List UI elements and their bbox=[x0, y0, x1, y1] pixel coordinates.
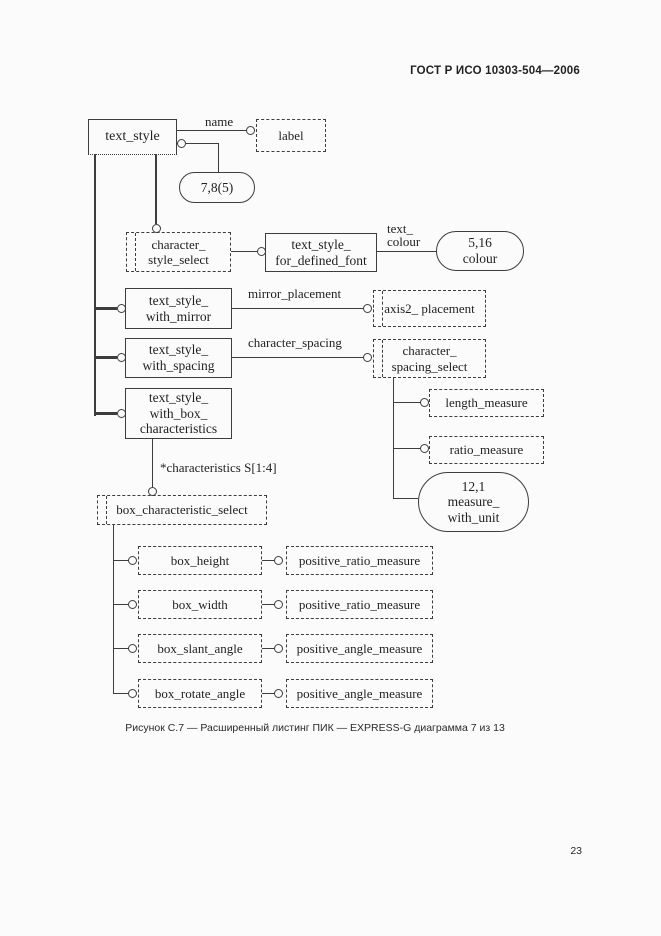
row4-branch-circle bbox=[128, 689, 137, 698]
row2-pair-line bbox=[262, 604, 275, 605]
type-length-measure: length_measure bbox=[429, 389, 544, 417]
type-positive-ratio-measure-1: positive_ratio_measure bbox=[286, 546, 433, 575]
spacing-select-trunk bbox=[393, 378, 394, 499]
pageref-colour: 5,16 colour bbox=[436, 231, 524, 271]
edge-label-name: name bbox=[205, 114, 234, 129]
row1-pair-circle bbox=[274, 556, 283, 565]
edge-spacing-line bbox=[232, 357, 363, 358]
row1-branch-circle bbox=[128, 556, 137, 565]
subtype-circle-mirror bbox=[117, 304, 126, 313]
select-bar bbox=[382, 291, 383, 326]
row2-pair-circle bbox=[274, 600, 283, 609]
select-bar bbox=[106, 496, 107, 524]
type-positive-angle-measure-2: positive_angle_measure bbox=[286, 679, 433, 708]
edge-charstyle-vline bbox=[155, 154, 157, 224]
page-number: 23 bbox=[570, 845, 582, 857]
edge-spacing-circle bbox=[363, 353, 372, 362]
edge-label-characteristics: *characteristics S[1:4] bbox=[160, 460, 277, 475]
type-box-height: box_height bbox=[138, 546, 262, 575]
edge-label-mirror-placement: mirror_placement bbox=[248, 286, 342, 301]
row4-pair-line bbox=[262, 693, 275, 694]
type-box-rotate-angle: box_rotate_angle bbox=[138, 679, 262, 708]
subtype-circle-boxchar bbox=[117, 409, 126, 418]
edge-definedfont-line bbox=[231, 251, 257, 252]
page-header: ГОСТ Р ИСО 10303-504—2006 bbox=[410, 65, 580, 77]
edge-ref-circle bbox=[177, 139, 186, 148]
type-box-slant-angle: box_slant_angle bbox=[138, 634, 262, 663]
type-box-characteristic-select: box_characteristic_select bbox=[97, 495, 267, 525]
subtype-stub-boxchar bbox=[96, 412, 117, 415]
edge-charstyle-circle bbox=[152, 224, 161, 233]
type-label-text: box_characteristic_select bbox=[116, 502, 248, 518]
edge-mirror-circle bbox=[363, 304, 372, 313]
row1-branch-line bbox=[113, 560, 129, 561]
row3-pair-line bbox=[262, 648, 275, 649]
entity-text-style-with-box-characteristics: text_style_ with_box_ characteristics bbox=[125, 388, 232, 439]
entity-text-style-with-spacing: text_style_ with_spacing bbox=[125, 338, 232, 378]
boxchar-select-trunk bbox=[113, 525, 114, 694]
branch-mwu-line bbox=[393, 498, 418, 499]
branch-ratio-circle bbox=[420, 444, 429, 453]
entity-text-style-with-mirror: text_style_ with_mirror bbox=[125, 288, 232, 329]
edge-name-line bbox=[177, 130, 247, 131]
type-positive-ratio-measure-2: positive_ratio_measure bbox=[286, 590, 433, 619]
subtype-trunk bbox=[94, 154, 96, 416]
branch-length-line bbox=[393, 402, 421, 403]
type-box-width: box_width bbox=[138, 590, 262, 619]
branch-ratio-line bbox=[393, 448, 421, 449]
edge-ref-vline bbox=[218, 143, 219, 172]
type-positive-angle-measure-1: positive_angle_measure bbox=[286, 634, 433, 663]
row3-branch-line bbox=[113, 648, 129, 649]
edge-characteristics-vline bbox=[152, 439, 153, 487]
edge-ref-hline bbox=[186, 143, 218, 144]
row4-branch-line bbox=[113, 693, 129, 694]
subtype-stub-mirror bbox=[96, 307, 117, 310]
edge-label-character-spacing: character_spacing bbox=[248, 335, 342, 350]
edge-textcolour-line bbox=[377, 251, 436, 252]
select-bar bbox=[382, 340, 383, 377]
entity-text-style-for-defined-font: text_style_ for_defined_font bbox=[265, 233, 377, 272]
type-character-spacing-select: character_ spacing_select bbox=[373, 339, 486, 378]
edge-label-text-colour: text_ colour bbox=[387, 221, 421, 249]
type-axis2-placement: axis2_ placement bbox=[373, 290, 486, 327]
row3-pair-circle bbox=[274, 644, 283, 653]
edge-mirror-line bbox=[232, 308, 363, 309]
type-label-text: character_ spacing_select bbox=[391, 343, 468, 374]
type-label-text: character_ style_select bbox=[148, 236, 209, 267]
type-label-text: axis2_ placement bbox=[384, 300, 475, 316]
type-ratio-measure: ratio_measure bbox=[429, 436, 544, 464]
row4-pair-circle bbox=[274, 689, 283, 698]
edge-characteristics-circle bbox=[148, 487, 157, 496]
row3-branch-circle bbox=[128, 644, 137, 653]
row1-pair-line bbox=[262, 560, 275, 561]
type-label: label bbox=[256, 119, 326, 152]
row2-branch-line bbox=[113, 604, 129, 605]
edge-name-circle bbox=[246, 126, 255, 135]
figure-caption: Рисунок С.7 — Расширенный листинг ПИК — … bbox=[125, 722, 505, 734]
pageref-7-8-5: 7,8(5) bbox=[179, 172, 255, 203]
entity-text-style: text_style bbox=[88, 119, 177, 155]
subtype-stub-spacing bbox=[96, 356, 117, 359]
edge-definedfont-circle bbox=[257, 247, 266, 256]
pageref-measure-with-unit: 12,1 measure_ with_unit bbox=[418, 472, 529, 532]
branch-length-circle bbox=[420, 398, 429, 407]
subtype-circle-spacing bbox=[117, 353, 126, 362]
row2-branch-circle bbox=[128, 600, 137, 609]
select-bar bbox=[135, 233, 136, 271]
type-character-style-select: character_ style_select bbox=[126, 232, 231, 272]
